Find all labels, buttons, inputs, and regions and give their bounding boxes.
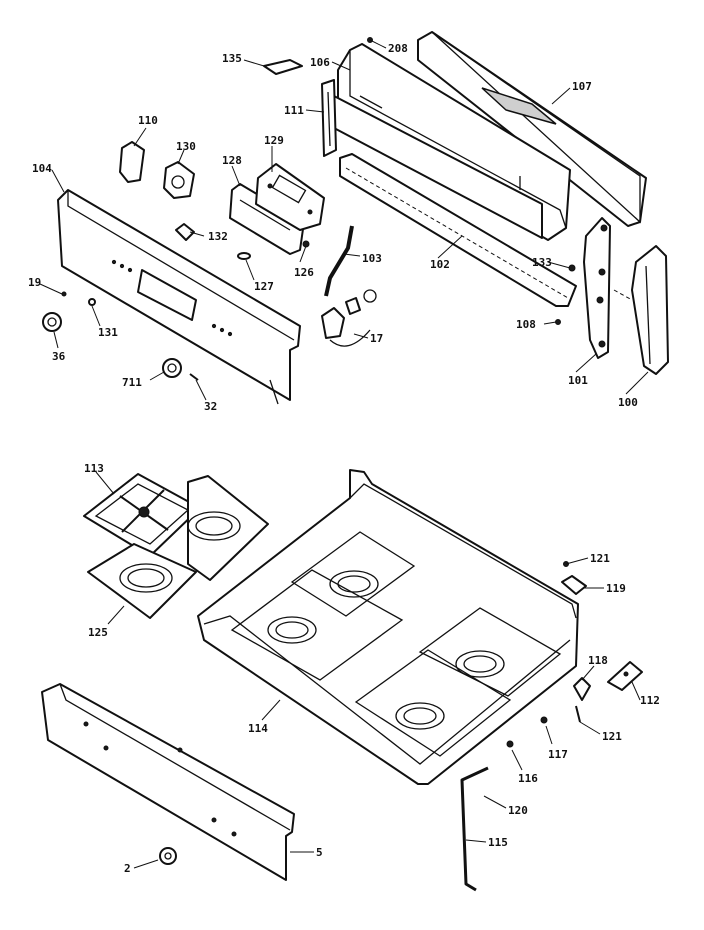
- label-102: 102: [430, 258, 450, 271]
- part-102-channel: [339, 153, 577, 307]
- part-110-switch: [119, 141, 145, 183]
- label-110: 110: [138, 114, 158, 127]
- label-106: 106: [310, 56, 330, 69]
- part-131-screw: [88, 298, 96, 306]
- label-125: 125: [88, 626, 108, 639]
- label-113: 113: [84, 462, 104, 475]
- part-107-top-trim: [417, 31, 647, 227]
- label-107: 107: [572, 80, 592, 93]
- part-135-clip: [263, 59, 303, 75]
- part-100-end-cap: [613, 245, 669, 375]
- leader-lines: [39, 39, 649, 869]
- part-121-screw-bottom: [575, 705, 581, 723]
- part-115-rod: [460, 766, 489, 892]
- label-108: 108: [516, 318, 536, 331]
- label-100: 100: [618, 396, 638, 409]
- label-127: 127: [254, 280, 274, 293]
- label-32: 32: [204, 400, 217, 413]
- part-5-front-trim: [41, 683, 295, 881]
- part-103-rod: [324, 225, 354, 297]
- label-2: 2: [124, 862, 131, 875]
- label-120: 120: [508, 804, 528, 817]
- label-132: 132: [208, 230, 228, 243]
- label-121-bottom: 121: [602, 730, 622, 743]
- part-17-ignitor-switch: [321, 289, 377, 347]
- part-32-screw: [189, 373, 199, 381]
- label-5: 5: [316, 846, 323, 859]
- label-133: 133: [532, 256, 552, 269]
- part-130-clock: [163, 161, 195, 199]
- part-108-screw: [555, 319, 561, 325]
- label-101: 101: [568, 374, 588, 387]
- label-131: 131: [98, 326, 118, 339]
- part-129-timer: [255, 163, 325, 231]
- label-103: 103: [362, 252, 382, 265]
- part-711-knob: [162, 358, 182, 378]
- part-119-hinge: [561, 575, 587, 595]
- part-2-knob: [159, 847, 177, 865]
- label-208: 208: [388, 42, 408, 55]
- label-711: 711: [122, 376, 142, 389]
- label-104: 104: [32, 162, 52, 175]
- label-116: 116: [518, 772, 538, 785]
- part-132-clip: [175, 223, 195, 241]
- label-121-top: 121: [590, 552, 610, 565]
- label-118: 118: [588, 654, 608, 667]
- part-112-bracket: [607, 661, 643, 691]
- label-17: 17: [370, 332, 383, 345]
- label-114: 114: [248, 722, 268, 735]
- part-118-hinge: [573, 677, 591, 701]
- part-36-knob: [42, 312, 62, 332]
- label-115: 115: [488, 836, 508, 849]
- label-19: 19: [28, 276, 41, 289]
- part-116-grommet: [506, 740, 514, 748]
- part-19-screw: [61, 291, 67, 297]
- part-111-bracket: [321, 79, 337, 157]
- label-119: 119: [606, 582, 626, 595]
- part-125-drip-pans: [87, 475, 269, 619]
- part-127-washer: [237, 252, 251, 260]
- label-135: 135: [222, 52, 242, 65]
- label-111: 111: [284, 104, 304, 117]
- part-128-plate: [229, 183, 305, 255]
- label-126: 126: [294, 266, 314, 279]
- part-number-labels: 135 106 208 107 110 111 130 129 128 104 …: [28, 42, 660, 875]
- label-130: 130: [176, 140, 196, 153]
- label-128: 128: [222, 154, 242, 167]
- part-101-end-bracket: [583, 217, 611, 359]
- part-113-grate: [83, 473, 201, 557]
- label-129: 129: [264, 134, 284, 147]
- part-117-grommet: [540, 716, 548, 724]
- part-114-cooktop: [197, 469, 579, 785]
- part-104-control-panel: [57, 189, 301, 405]
- label-117: 117: [548, 748, 568, 761]
- label-36: 36: [52, 350, 66, 363]
- label-112: 112: [640, 694, 660, 707]
